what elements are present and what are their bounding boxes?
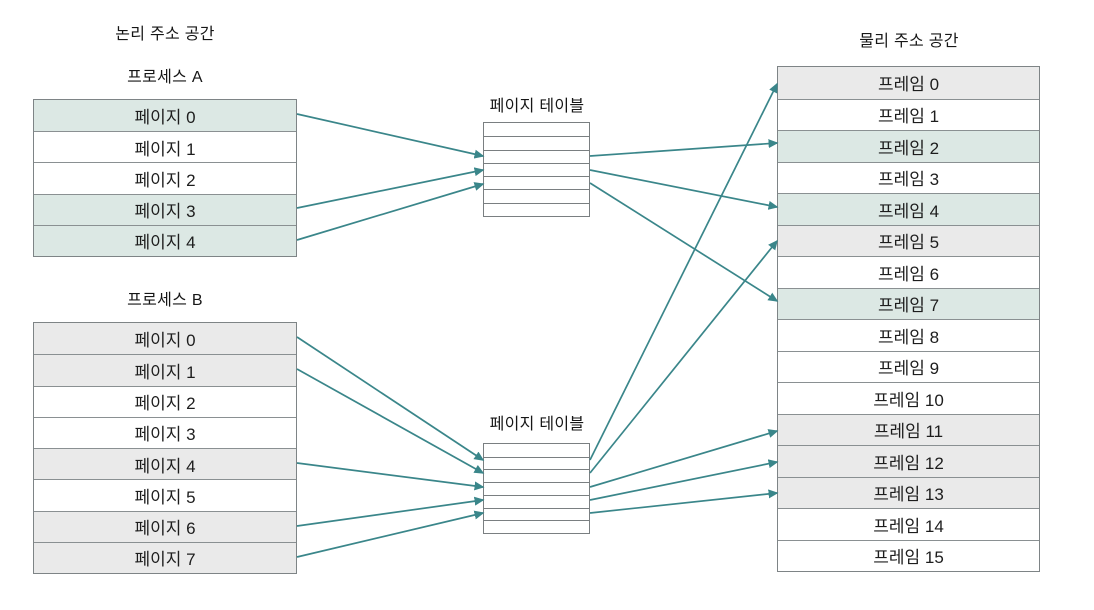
process-b-page-row: 페이지 2 [34,385,296,417]
page-table-entry-row [484,202,589,216]
mapping-arrow [296,496,485,527]
page-table-entry-row [484,136,589,150]
mapping-arrow [589,429,779,488]
process-b-page-row: 페이지 7 [34,541,296,573]
page-table-entry-row [484,456,589,470]
mapping-arrow [296,336,485,461]
frame-row: 프레임 9 [778,350,1039,382]
process-b-page-row: 페이지 6 [34,510,296,542]
frame-row: 프레임 12 [778,445,1039,477]
frame-row: 프레임 6 [778,256,1039,288]
mapping-arrow [589,239,778,474]
page-table-entry-row [484,162,589,177]
page-table-entry-row [484,469,589,483]
frame-row: 프레임 15 [778,539,1039,571]
process-b-page-row: 페이지 3 [34,416,296,448]
physical-address-space-title: 물리 주소 공간 [859,33,959,50]
page-table-entry-row [484,482,589,495]
page-table-b-label: 페이지 테이블 [489,416,585,433]
frame-row: 프레임 1 [778,98,1039,130]
page-table-entry-row [484,176,589,190]
mapping-arrow [296,510,485,558]
frame-row: 프레임 5 [778,224,1039,256]
frame-row: 프레임 13 [778,476,1039,508]
mapping-arrow [296,368,485,474]
page-table-b [483,443,590,534]
frame-row: 프레임 4 [778,193,1039,225]
frame-row: 프레임 10 [778,382,1039,414]
page-table-a-label: 페이지 테이블 [489,98,585,115]
process-a-page-row: 페이지 3 [34,193,296,225]
page-table-entry-row [484,189,589,203]
mapping-arrow [296,182,485,241]
process-b-page-row: 페이지 5 [34,479,296,511]
mapping-arrow [589,459,779,501]
page-table-entry-row [484,520,589,533]
process-a-page-row: 페이지 0 [34,100,296,132]
mapping-arrow [589,82,778,461]
process-a-page-row: 페이지 1 [34,131,296,163]
mapping-arrow [589,182,779,302]
mapping-arrow [296,113,485,159]
logical-address-space-title: 논리 주소 공간 [115,26,215,43]
mapping-arrow [589,139,779,157]
mapping-arrow [296,167,485,209]
frame-row: 프레임 3 [778,161,1039,193]
process-a-title: 프로세스 A [127,69,203,86]
mapping-arrow [589,489,779,514]
frame-row: 프레임 8 [778,319,1039,351]
page-table-entry-row [484,507,589,521]
page-table-entry-row [484,444,589,457]
frame-row: 프레임 0 [778,67,1039,99]
process-b-title: 프로세스 B [127,292,203,309]
process-a-page-row: 페이지 4 [34,224,296,256]
process-b-page-row: 페이지 4 [34,448,296,480]
frame-row: 프레임 7 [778,287,1039,319]
frame-row: 프레임 11 [778,413,1039,445]
mapping-arrow [296,462,485,491]
page-table-entry-row [484,123,589,137]
mapping-arrow [589,169,779,210]
process-a-page-row: 페이지 2 [34,162,296,194]
process-b-page-row: 페이지 1 [34,354,296,386]
frame-row: 프레임 14 [778,508,1039,540]
page-table-a [483,122,590,217]
process-b-page-row: 페이지 0 [34,323,296,355]
page-table-entry-row [484,494,589,508]
frame-row: 프레임 2 [778,130,1039,162]
page-table-entry-row [484,149,589,163]
